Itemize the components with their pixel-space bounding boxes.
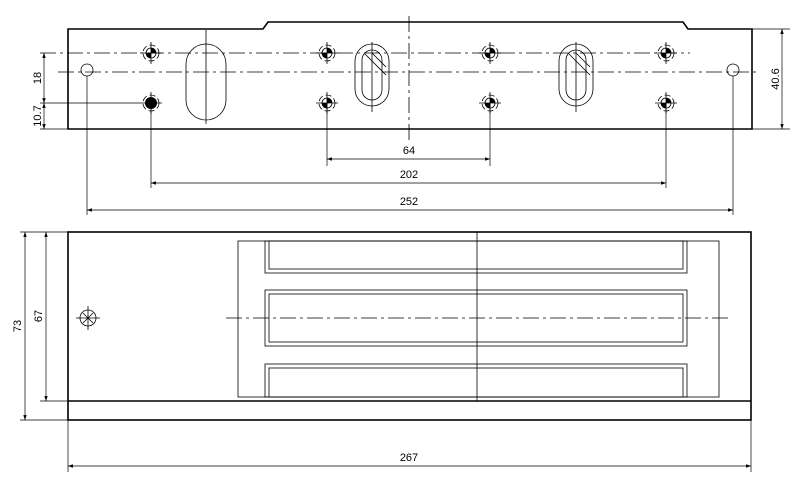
keyhole-slot <box>354 42 390 112</box>
end-hole-right <box>726 63 740 77</box>
svg-text:252: 252 <box>400 196 418 208</box>
svg-text:10.7: 10.7 <box>32 105 44 126</box>
top-view-outline <box>67 21 753 130</box>
dimension-18: 18 <box>32 53 46 103</box>
dimension-73: 73 <box>12 232 27 420</box>
mounting-hole <box>140 42 162 64</box>
coil-bar <box>264 363 688 398</box>
svg-text:64: 64 <box>403 145 415 157</box>
dimension-202: 202 <box>151 169 666 185</box>
dimension-64: 64 <box>327 145 490 161</box>
coil-bar <box>264 240 688 274</box>
front-view: 267 73 67 <box>12 231 752 472</box>
dimension-252: 252 <box>87 196 733 212</box>
svg-text:67: 67 <box>33 310 45 322</box>
mounting-hole <box>655 42 677 64</box>
svg-text:73: 73 <box>12 320 24 332</box>
dimension-40-6: 40.6 <box>770 29 784 129</box>
magnet-frame <box>237 240 720 398</box>
dimension-10-7: 10.7 <box>32 103 70 130</box>
front-view-outline <box>67 231 752 421</box>
screw-symbol <box>76 306 100 330</box>
keyhole-slot <box>558 42 594 112</box>
svg-text:267: 267 <box>400 452 418 464</box>
end-hole-left <box>80 63 94 77</box>
top-view: 64 202 252 18 10.7 40.6 <box>32 16 790 215</box>
svg-text:18: 18 <box>32 72 44 84</box>
dimension-267: 267 <box>68 452 751 468</box>
svg-text:40.6: 40.6 <box>770 68 782 89</box>
svg-text:202: 202 <box>400 169 418 181</box>
dimension-67: 67 <box>33 232 48 401</box>
mounting-hole <box>479 42 501 64</box>
mounting-hole <box>316 42 338 64</box>
